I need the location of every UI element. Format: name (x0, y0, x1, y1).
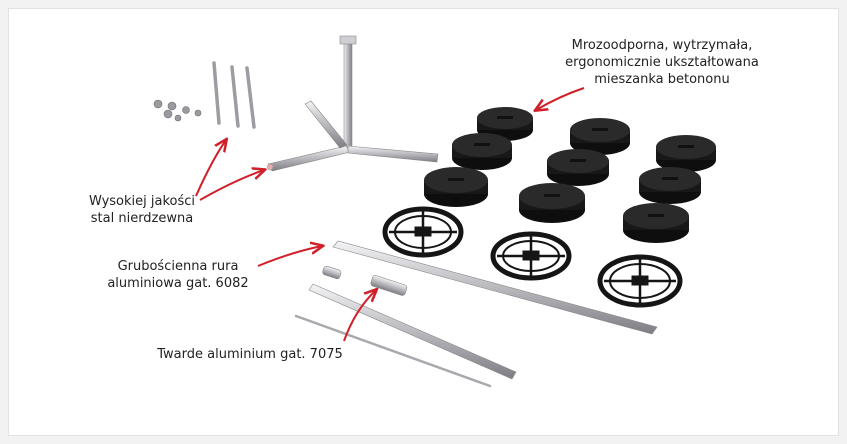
arrow-steel-pins (195, 140, 226, 197)
label-alu: Twarde aluminium gat. 7075 (150, 346, 350, 363)
steel-stand (266, 35, 439, 172)
label-concrete-line1: Mrozoodporna, wytrzymała, (571, 38, 753, 53)
bolts-nuts (153, 99, 202, 122)
label-steel-line2: stal nierdzewna (90, 211, 194, 226)
arrow-steel-stand (199, 170, 264, 201)
arrow-concrete (536, 87, 585, 110)
label-alu-line1: Twarde aluminium gat. 7075 (157, 347, 343, 362)
label-concrete-line2: ergonomicznie ukształtowana (565, 55, 759, 70)
label-steel: Wysokiej jakości stal nierdzewna (72, 193, 212, 227)
label-tube-line1: Grubościenna rura (117, 259, 239, 274)
annotation-arrows (195, 87, 585, 342)
arrow-tube (257, 246, 322, 267)
base-plates (382, 206, 683, 308)
label-tube-line2: aluminiowa gat. 6082 (107, 276, 249, 291)
concrete-weights (424, 107, 716, 243)
label-concrete-line3: mieszanka betononu (594, 72, 730, 87)
arrow-alu (343, 290, 376, 342)
label-steel-line1: Wysokiej jakości (88, 194, 196, 209)
steel-pins (212, 61, 256, 129)
label-concrete: Mrozoodporna, wytrzymała, ergonomicznie … (562, 37, 762, 88)
label-tube: Grubościenna rura aluminiowa gat. 6082 (100, 258, 256, 292)
aluminium-tubes (294, 240, 658, 388)
